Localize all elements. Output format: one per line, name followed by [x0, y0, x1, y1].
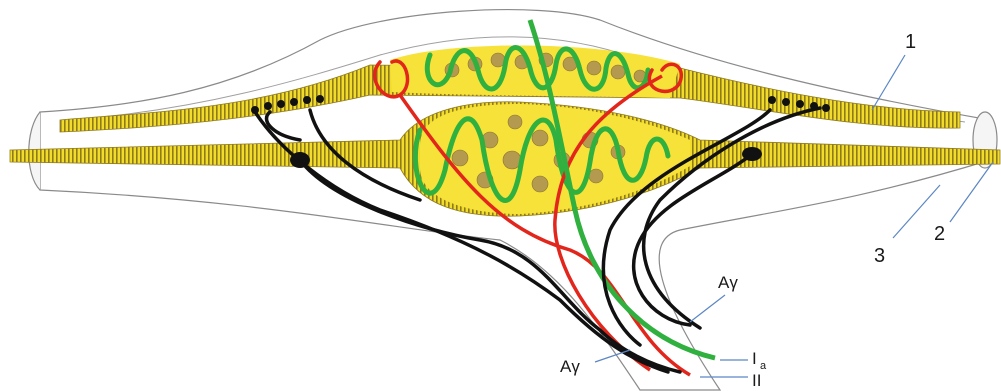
label-group-ii: II — [752, 371, 761, 390]
label-gamma-upper: Aγ — [718, 273, 738, 292]
label-2: 2 — [934, 223, 945, 245]
label-ia: I — [752, 349, 757, 368]
label-1: 1 — [905, 31, 916, 53]
label-3: 3 — [874, 245, 885, 267]
label-gamma-lower: Aγ — [560, 357, 580, 376]
